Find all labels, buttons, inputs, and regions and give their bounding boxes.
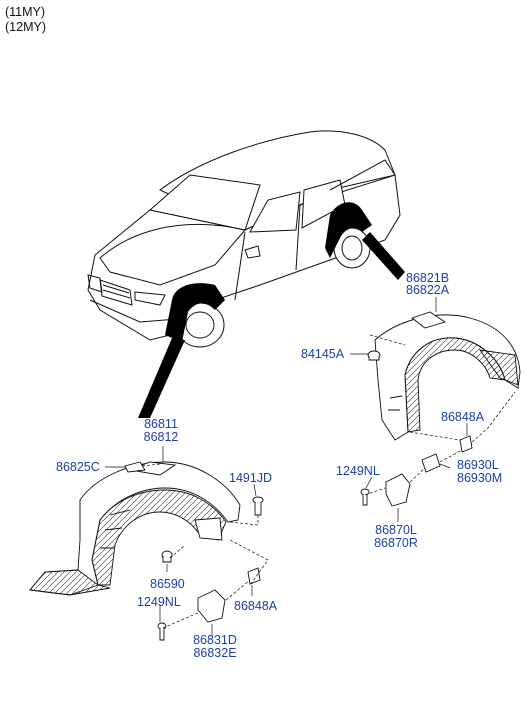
- label-clip-front[interactable]: 86848A: [234, 599, 278, 613]
- front-leader-lines: [141, 463, 269, 629]
- car-rear-guard-highlight: [325, 202, 372, 258]
- car-front-guard-highlight: [165, 283, 225, 342]
- front-flap-part: [197, 589, 226, 623]
- rear-wheel-guard: [374, 311, 521, 441]
- car-illustration: [87, 130, 401, 348]
- label-bolt-front[interactable]: 1249NL: [137, 595, 181, 609]
- label-front-bracket[interactable]: 86825C: [56, 460, 100, 474]
- label-rear-seal-l[interactable]: 86930L: [457, 458, 499, 472]
- nut-86590-part: [161, 550, 173, 563]
- rear-seal-part: [421, 453, 441, 473]
- label-front-guard-r[interactable]: 86812: [143, 430, 179, 444]
- rear-pointer: [362, 232, 405, 280]
- clip-rear-part: [459, 435, 473, 453]
- front-label-leaders: [105, 446, 257, 636]
- label-rear-flap-l[interactable]: 86870L: [375, 523, 417, 537]
- label-front-guard-l[interactable]: 86811: [144, 417, 178, 431]
- label-clip-rear[interactable]: 86848A: [441, 410, 485, 424]
- label-plug-84145a[interactable]: 84145A: [301, 347, 345, 361]
- clip-front-part: [247, 567, 261, 585]
- plug-84145a-part: [367, 350, 381, 361]
- label-screw-1491jd[interactable]: 1491JD: [229, 471, 273, 485]
- label-front-flap-l[interactable]: 86831D: [193, 633, 237, 647]
- model-year-11my: (11MY): [5, 5, 46, 19]
- model-year-12my: (12MY): [5, 20, 46, 34]
- label-bolt-rear[interactable]: 1249NL: [336, 464, 380, 478]
- front-wheel-guard: [29, 461, 241, 596]
- label-nut-86590[interactable]: 86590: [150, 577, 185, 591]
- rear-label-leaders: [350, 297, 468, 522]
- rear-leader-lines: [364, 334, 516, 496]
- bolt-rear-part: [360, 488, 370, 506]
- label-rear-guard-r[interactable]: 86822A: [406, 283, 450, 297]
- label-rear-flap-r[interactable]: 86870R: [374, 536, 418, 550]
- front-pointer: [138, 338, 185, 418]
- rear-small-parts: [360, 350, 473, 507]
- front-bracket-part: [124, 461, 146, 473]
- label-rear-seal-r[interactable]: 86930M: [457, 471, 503, 485]
- label-front-flap-r[interactable]: 86832E: [193, 646, 237, 660]
- screw-1491jd-part: [252, 496, 264, 516]
- label-rear-guard-l[interactable]: 86821B: [406, 271, 450, 285]
- bolt-front-part: [157, 622, 167, 641]
- front-small-parts: [124, 461, 264, 641]
- rear-flap-part: [385, 473, 411, 507]
